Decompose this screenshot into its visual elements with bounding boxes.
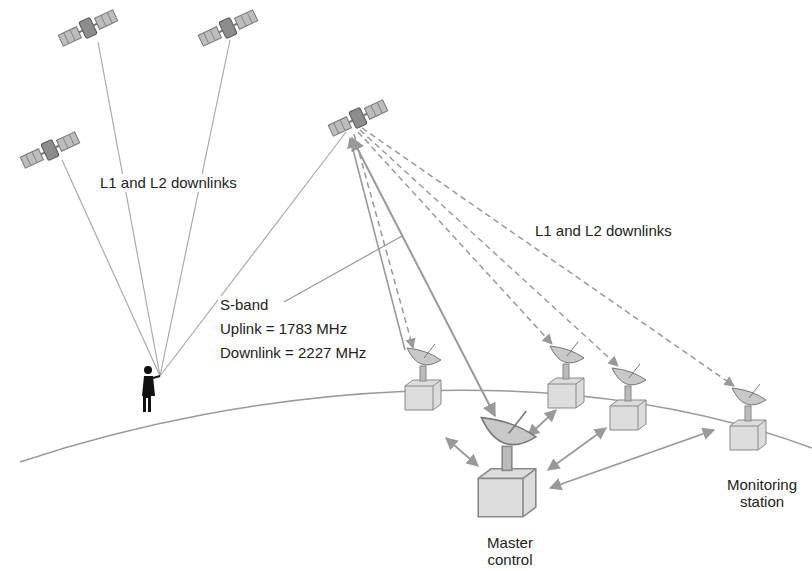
satellite	[327, 97, 389, 139]
satellite	[19, 129, 81, 171]
master-antenna	[478, 411, 536, 517]
annotation-label: L1 and L2 downlinks	[98, 174, 239, 192]
leader-line	[284, 236, 402, 302]
station-node: Monitoring station	[714, 398, 810, 510]
ground-antenna	[730, 384, 766, 450]
annotation-label: Uplink = 1783 MHz	[218, 320, 349, 338]
station-label: Monitoring station	[714, 476, 810, 511]
s-band-link	[352, 138, 495, 416]
satellite	[57, 7, 119, 49]
station-downlinks	[354, 128, 734, 386]
annotation-label: Downlink = 2227 MHz	[218, 344, 368, 362]
station-node: Master control	[470, 420, 550, 568]
user-figure	[142, 366, 160, 412]
satellite	[197, 7, 259, 49]
ground-antenna	[548, 342, 584, 408]
ground-antenna	[405, 344, 441, 410]
annotation-label: L1 and L2 downlinks	[533, 222, 674, 240]
s-band-link	[350, 138, 405, 350]
ground-antenna	[610, 364, 646, 430]
ground-link	[550, 430, 714, 488]
annotation-label: S-band	[218, 296, 270, 314]
station-label: Master control	[470, 534, 550, 569]
